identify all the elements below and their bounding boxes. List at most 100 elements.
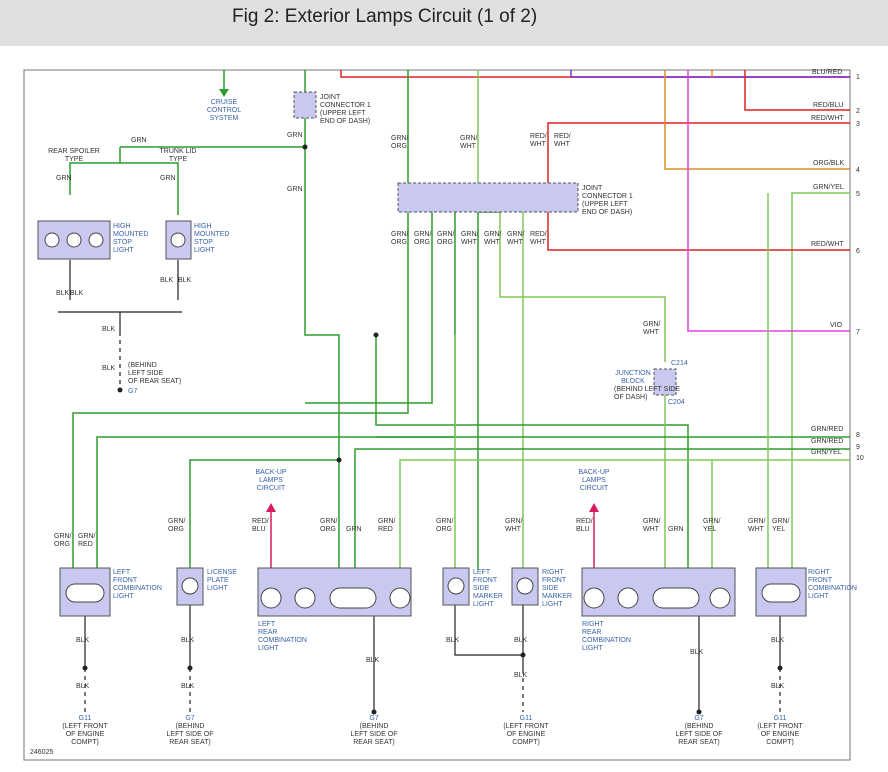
terminal-number: 1 bbox=[856, 74, 860, 81]
green-wire-group bbox=[69, 70, 850, 570]
cruise-arrow bbox=[219, 89, 229, 97]
wire-label: RED/WHT bbox=[554, 133, 571, 148]
wire-label: GRN/ORG bbox=[391, 231, 409, 246]
wire-red-wht-6 bbox=[547, 212, 850, 251]
splice-dot bbox=[336, 457, 342, 463]
wire-label-blk: BLK bbox=[771, 683, 785, 690]
figure-header: Fig 2: Exterior Lamps Circuit (1 of 2) bbox=[0, 0, 888, 46]
wire-label: BLK bbox=[56, 290, 70, 297]
ground-name: G7 bbox=[185, 715, 194, 722]
ground-dot bbox=[520, 652, 526, 658]
wire-label: GRN/YEL bbox=[772, 518, 790, 533]
wire-grn-rear2 bbox=[69, 147, 121, 195]
wire-label: GRN bbox=[287, 186, 303, 193]
wire-label: GRN/RED bbox=[811, 426, 843, 433]
wire-vio bbox=[687, 70, 850, 332]
ground-dot bbox=[117, 387, 123, 393]
wire-label: RED/WHT bbox=[530, 133, 547, 148]
wire-label-blk: BLK bbox=[76, 637, 90, 644]
wire-grn-yel-5 bbox=[791, 192, 850, 570]
wire-label: RED/WHT bbox=[530, 231, 547, 246]
wire-label: GRN/WHT bbox=[748, 518, 766, 533]
wire-label: VIO bbox=[830, 322, 843, 329]
wire-label: GRN/WHT bbox=[643, 518, 661, 533]
wire-label-blk: BLK bbox=[181, 683, 195, 690]
ground-name: G7 bbox=[369, 715, 378, 722]
wire-grn-trunk bbox=[120, 162, 179, 215]
wire-grn-g bbox=[189, 459, 339, 570]
wire-label: GRN/ORG bbox=[54, 533, 72, 548]
wire-label: GRN/YEL bbox=[703, 518, 721, 533]
wire-label: RED/WHT bbox=[811, 241, 844, 248]
right-wire-group bbox=[340, 70, 850, 570]
ground-dot bbox=[187, 665, 193, 671]
ground-name: G11 bbox=[520, 715, 533, 722]
terminal-number: 9 bbox=[856, 444, 860, 451]
wire-label-blk: BLK bbox=[366, 657, 380, 664]
wire-label: BLK bbox=[102, 365, 116, 372]
wire-label: GRN/WHT bbox=[507, 231, 525, 246]
terminal-number: 5 bbox=[856, 191, 860, 198]
ground-dot bbox=[696, 709, 702, 715]
wire-red-top bbox=[340, 70, 850, 78]
wire-label: BLU/RED bbox=[812, 69, 842, 76]
wire-pin22 bbox=[499, 212, 666, 362]
ground-dot bbox=[82, 665, 88, 671]
c204-label: C204 bbox=[668, 399, 685, 406]
components bbox=[37, 91, 807, 617]
wire-label: GRN/ORG bbox=[437, 231, 455, 246]
wire-red-blu bbox=[744, 70, 850, 111]
backup-wires bbox=[266, 503, 599, 570]
terminal-number: 10 bbox=[856, 455, 864, 462]
figure-id: 246025 bbox=[30, 749, 53, 756]
terminal-number: 6 bbox=[856, 248, 860, 255]
wire-pin3b bbox=[375, 335, 689, 570]
diagram-frame bbox=[23, 69, 851, 761]
wire-label-blk: BLK bbox=[178, 277, 192, 284]
backup-arrow-right bbox=[589, 503, 599, 512]
wire-blu-red bbox=[570, 70, 850, 78]
c214-label: C214 bbox=[671, 360, 688, 367]
wire-label-blk: BLK bbox=[70, 290, 84, 297]
left-front-side-marker-light bbox=[442, 567, 470, 606]
wire-label-blk: BLK bbox=[514, 672, 528, 679]
wire-label-blk: BLK bbox=[446, 637, 460, 644]
wire-label: GRN bbox=[346, 526, 362, 533]
wire-label: GRN/RED bbox=[78, 533, 96, 548]
wire-pin4 bbox=[305, 212, 433, 404]
terminal-number: 7 bbox=[856, 329, 860, 336]
wire-red-wht-3 bbox=[547, 122, 850, 183]
wire-label: RED/WHT bbox=[811, 115, 844, 122]
ground-name: G7 bbox=[694, 715, 703, 722]
wire-label-blk: BLK bbox=[181, 637, 195, 644]
wire-label: GRN/ORG bbox=[414, 231, 432, 246]
junction-block bbox=[653, 368, 677, 396]
terminal-number: 3 bbox=[856, 121, 860, 128]
page-title: Fig 2: Exterior Lamps Circuit (1 of 2) bbox=[232, 6, 538, 27]
wire-label: GRN/WHT bbox=[484, 231, 502, 246]
wire-label: GRN/WHT bbox=[505, 518, 523, 533]
wire-pin2 bbox=[72, 212, 409, 570]
wire-label: RED/BLU bbox=[576, 518, 593, 533]
wire-label: RED/BLU bbox=[813, 102, 843, 109]
wire-pin3 bbox=[96, 212, 456, 570]
ground-dot bbox=[371, 709, 377, 715]
wire-grn-red-9 bbox=[354, 448, 850, 570]
ground-wires bbox=[58, 260, 781, 712]
